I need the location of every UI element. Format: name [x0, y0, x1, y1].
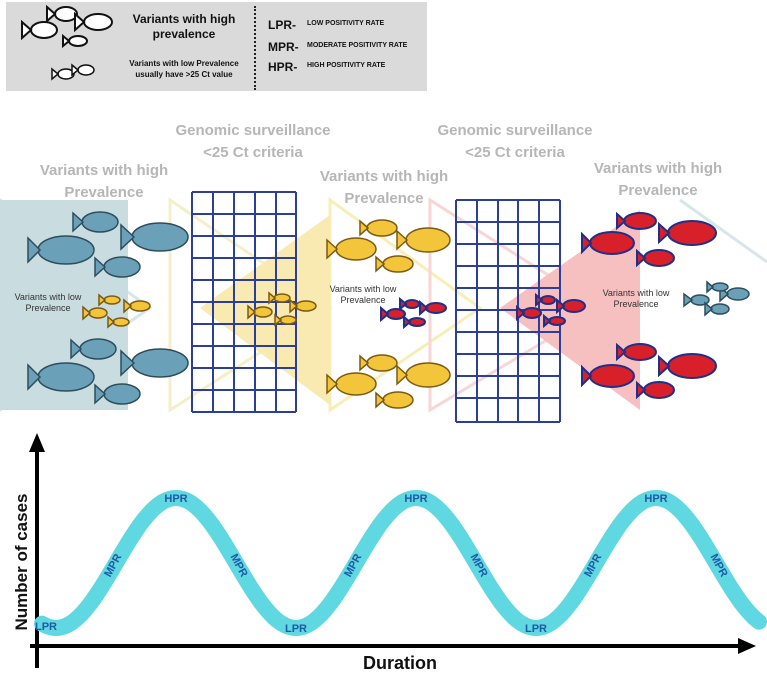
red-fish-icon	[419, 299, 447, 317]
blue-fish-icon	[704, 301, 730, 317]
red-fish-icon	[535, 292, 556, 308]
legend-low-label: Variants with low Prevalence usually hav…	[129, 59, 239, 79]
surveillance-grid-left	[191, 191, 297, 413]
yellow-fish-icon	[375, 391, 414, 409]
yellow-fish-icon	[375, 255, 414, 273]
x-axis-arrow	[738, 638, 756, 654]
red-fish-icon	[543, 313, 566, 329]
blue-fish-icon	[120, 348, 189, 378]
blue-fish-icon	[120, 222, 189, 252]
red-fish-icon	[581, 231, 635, 255]
surveillance-label-left: Genomic surveillance<25 Ct criteria	[175, 122, 331, 161]
yellow-fish-icon	[107, 315, 130, 329]
legend-abbr-hpr: HPR-	[268, 60, 298, 74]
red-fish-icon	[636, 248, 675, 268]
red-fish-group	[380, 211, 717, 400]
yellow-triangle-outline-left	[168, 197, 333, 413]
legend-small-fish-icon	[51, 63, 95, 81]
red-fish-icon	[403, 314, 426, 330]
yellow-fish-icon	[289, 298, 317, 314]
red-fish-icon	[516, 304, 542, 322]
yellow-high-label: Variants with high Prevalence	[319, 168, 449, 207]
wave-label-hpr: HPR	[644, 493, 667, 505]
wave-label-lpr: LPR	[525, 623, 547, 635]
yellow-fish-icon	[359, 354, 398, 372]
legend-divider	[254, 6, 256, 90]
blue-fish-icon	[94, 256, 141, 278]
yellow-fish-group	[82, 219, 451, 409]
yellow-fish-icon	[326, 372, 377, 396]
blue-fish-icon	[70, 338, 117, 360]
red-fish-icon	[636, 380, 675, 400]
blue-low-label: Variants with low Prevalence	[14, 292, 82, 313]
legend-desc-lpr: LOW POSITIVITY RATE	[307, 20, 385, 27]
legend-fish-icons	[21, 4, 113, 81]
yellow-fish-icon	[396, 362, 451, 388]
blue-fish-icon	[94, 383, 141, 405]
surveillance-grid-right	[455, 199, 561, 423]
red-fish-icon	[616, 342, 657, 362]
legend-abbr-mpr: MPR-	[268, 40, 299, 54]
y-axis-label: Number of cases	[12, 493, 31, 631]
red-fish-icon	[658, 220, 717, 246]
yellow-fish-icon	[82, 305, 108, 321]
red-fish-icon	[658, 353, 717, 379]
legend-desc-mpr: MODERATE POSITIVITY RATE	[307, 42, 408, 49]
yellow-fish-icon	[326, 237, 377, 261]
yellow-fish-icon	[274, 313, 297, 327]
y-axis-arrow	[29, 433, 45, 452]
red-fish-icon	[556, 297, 586, 315]
yellow-fish-icon	[123, 298, 151, 314]
yellow-fish-icon	[396, 227, 451, 253]
wave-label-hpr: HPR	[404, 493, 427, 505]
legend-desc-hpr: HIGH POSITIVITY RATE	[307, 62, 386, 69]
blue-triangle-outline-right	[679, 198, 767, 264]
legend-abbr-lpr: LPR-	[268, 18, 296, 32]
surveillance-label-right: Genomic surveillance<25 Ct criteria	[437, 122, 593, 161]
blue-fish-icon	[72, 211, 119, 233]
legend-fish-icon	[21, 4, 113, 49]
red-fish-icon	[616, 211, 657, 231]
blue-fish-icon	[706, 280, 729, 294]
red-low-label: Variants with low Prevalence	[602, 288, 670, 309]
red-high-label: Variants with high Prevalence	[593, 160, 723, 199]
red-fish-icon	[380, 305, 406, 323]
yellow-fish-icon	[247, 304, 273, 320]
blue-fish-icon	[27, 235, 95, 265]
wave-label-hpr: HPR	[164, 493, 187, 505]
yellow-fish-icon	[98, 293, 121, 307]
wave-label-lpr: LPR	[35, 621, 57, 633]
red-fish-icon	[399, 296, 420, 312]
case-wave-line	[34, 489, 767, 637]
yellow-fish-icon	[359, 219, 398, 237]
wave-label-lpr: LPR	[285, 623, 307, 635]
blue-fish-icon	[27, 362, 95, 392]
legend-high-label: Variants with high prevalence	[132, 12, 236, 41]
red-fish-icon	[581, 364, 635, 388]
chart-axes	[29, 433, 756, 668]
x-axis-label: Duration	[363, 653, 437, 673]
blue-fish-group	[27, 211, 750, 405]
yellow-fish-icon	[268, 291, 291, 305]
legend-box: Variants with high prevalence Variants w…	[6, 2, 427, 91]
yellow-low-label: Variants with low Prevalence	[329, 284, 397, 305]
blue-high-label: Variants with high Prevalence	[39, 162, 169, 201]
